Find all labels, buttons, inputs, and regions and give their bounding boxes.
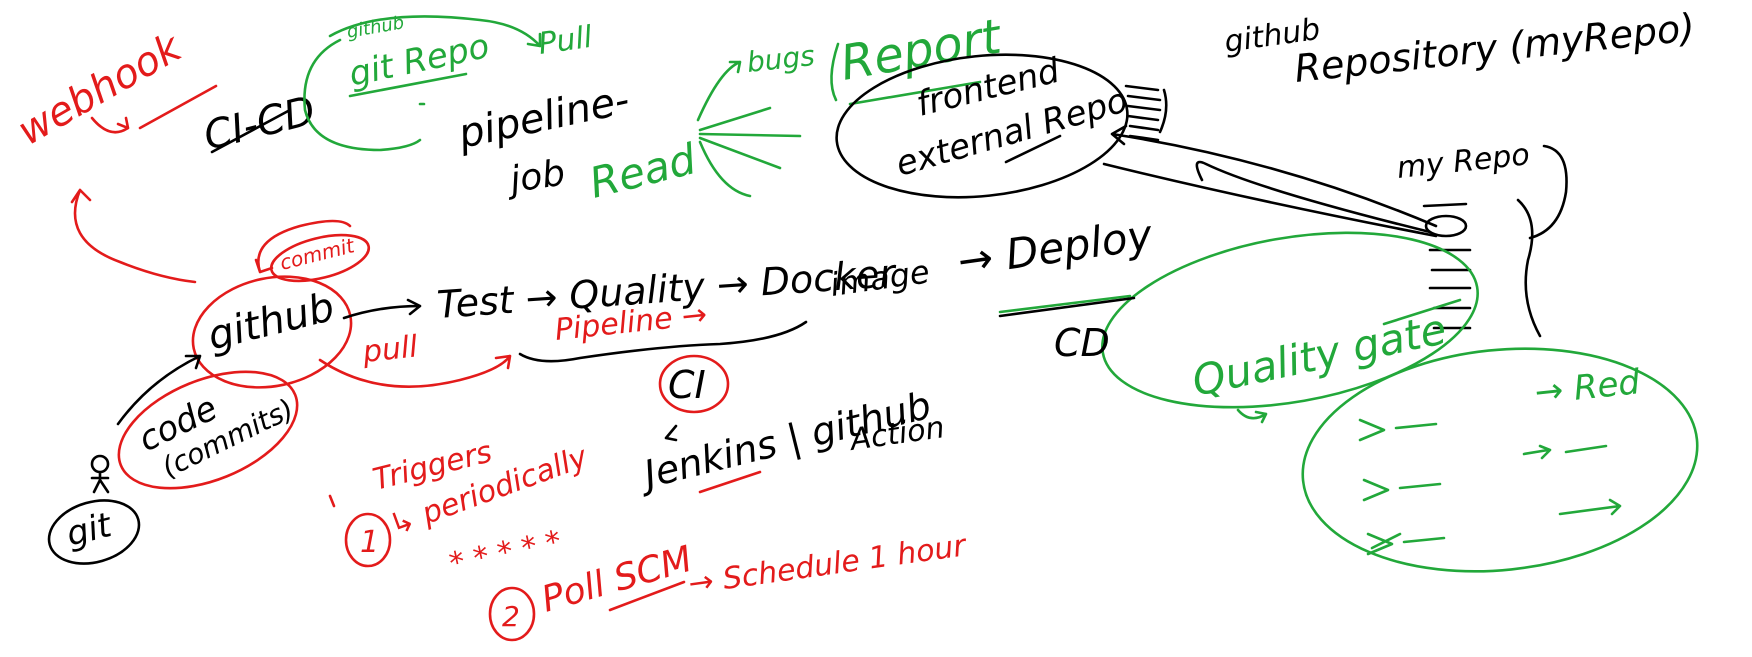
poll-scm-underline: [608, 580, 686, 612]
code-commits-ellipse: [117, 370, 299, 490]
person-icon: [90, 454, 110, 494]
quality-gate-arrow: [1236, 408, 1268, 424]
my-repo-brace: [1528, 144, 1568, 240]
schedule-label: → Schedule 1 hour: [686, 528, 969, 602]
git-repo-top-arrow: [328, 15, 542, 48]
pipeline-job-line1: pipeline-: [454, 77, 634, 158]
frontend-underline: [1004, 134, 1062, 164]
code-to-github-arrow: [116, 354, 202, 426]
triggers-tick: [328, 494, 336, 508]
pipeline-brace: [518, 320, 808, 363]
webhook-arrow: [90, 116, 130, 134]
rule-arrow-1: [1358, 418, 1438, 442]
pull-red-arrow: [318, 354, 512, 388]
cd-label: CD: [1054, 321, 1110, 365]
pull-label: Pull: [536, 20, 595, 62]
git-repo-underline: [348, 72, 468, 106]
webhook-to-github-curve: [70, 188, 197, 284]
stars-label: * * * * *: [446, 524, 564, 582]
deploy-label: → Deploy: [955, 210, 1157, 286]
quality-gate-ellipse: [1101, 231, 1479, 409]
webhook-underline: [138, 84, 218, 130]
read-fan-arrows: [696, 60, 802, 198]
webhook-label: webhook: [10, 24, 191, 155]
git-ellipse: [47, 499, 141, 565]
my-repo-stack: [1422, 202, 1472, 330]
git-repo-loop: [303, 38, 422, 152]
num1-label: 1: [360, 525, 379, 560]
quality-gate-underline: [1382, 298, 1462, 326]
report-underline: [848, 80, 982, 106]
my-repo-label: my Repo: [1395, 137, 1531, 186]
deploy-underline-black: [998, 296, 1136, 318]
num2-label: 2: [502, 600, 520, 633]
num2-circle: [488, 586, 536, 642]
frontend-repo-ellipse: [835, 53, 1129, 199]
github-repo-title: Repository (myRepo): [1292, 5, 1697, 91]
git-label: git: [63, 505, 117, 555]
myrepo-to-frontend-arrow: [1102, 124, 1438, 238]
github-small-label: github: [345, 12, 406, 43]
rules-ellipse: [1301, 347, 1699, 573]
pipeline-job-line2: job: [503, 153, 568, 202]
report-bracket: [830, 42, 840, 102]
ci-label: CI: [668, 363, 706, 407]
cicd-underline: [210, 108, 292, 154]
deploy-underline: [998, 294, 1132, 314]
num1-circle: [344, 512, 392, 568]
frontend-hatch: [1124, 84, 1168, 142]
ci-ellipse: [658, 354, 730, 414]
github-to-test-arrow: [342, 298, 422, 320]
quality-gate-label: Quality gate: [1188, 304, 1451, 406]
jenkins-underline: [698, 470, 762, 494]
bugs-label: bugs: [745, 39, 816, 79]
rule-arrow-2: [1362, 478, 1442, 502]
rule-arrow-4: [1522, 444, 1608, 460]
rule-arrow-5: [1558, 498, 1622, 516]
read-label: Read: [585, 134, 701, 208]
pull-red-label: pull: [360, 329, 420, 370]
my-repo-right-brace: [1516, 198, 1542, 338]
jenkins-arrow: [664, 424, 678, 442]
rule-arrow-3: [1366, 532, 1446, 556]
my-repo-node: [1424, 214, 1468, 238]
commit-ellipse: [269, 233, 371, 283]
red-label: → Red: [1533, 362, 1642, 413]
